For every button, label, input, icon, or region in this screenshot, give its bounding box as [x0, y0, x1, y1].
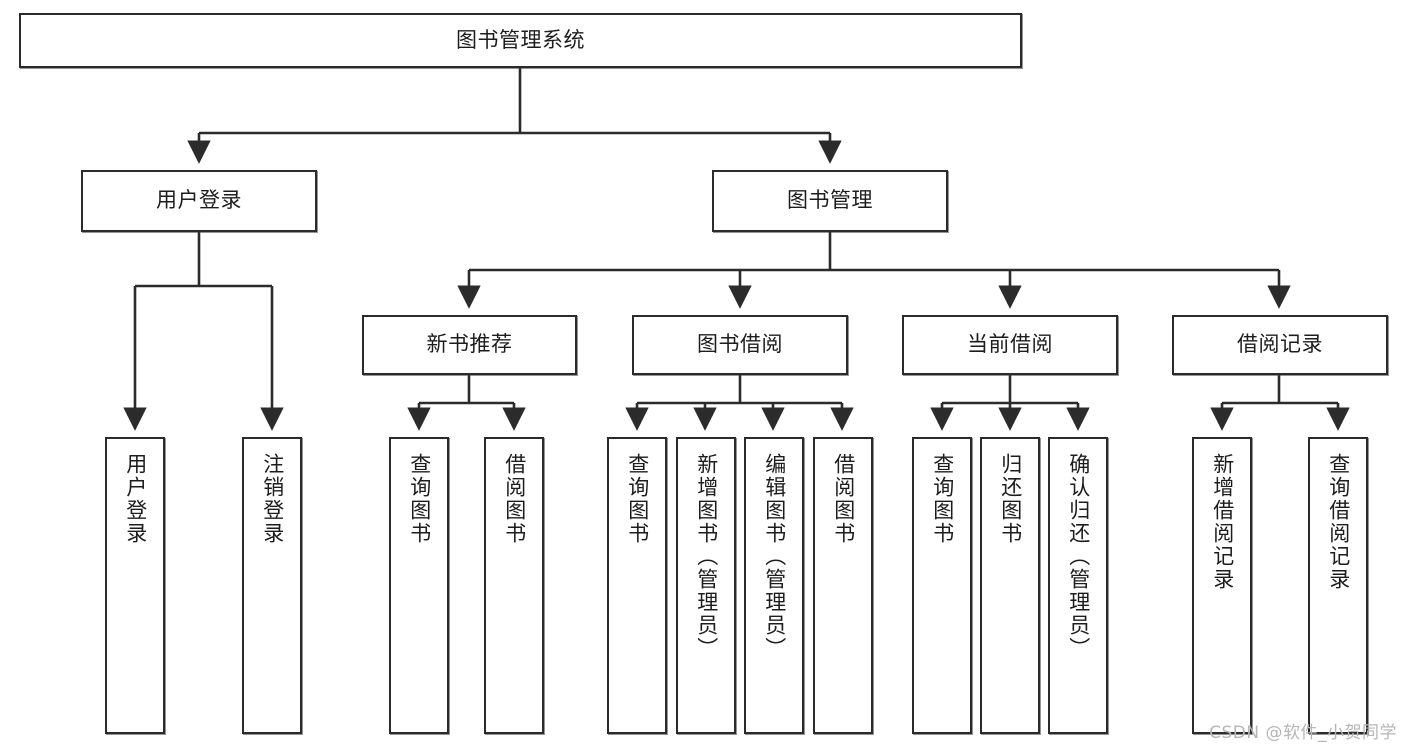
node-label: 用户登录 — [123, 453, 148, 545]
node-label: 图书借阅 — [697, 332, 783, 357]
node-label: 新书推荐 — [426, 332, 513, 357]
leaf-user-login-login[interactable]: 用户登录 — [105, 437, 165, 734]
leaf-borrow-record-add-record[interactable]: 新增借阅记录 — [1192, 437, 1252, 734]
leaf-new-book-query-book[interactable]: 查询图书 — [389, 437, 449, 734]
node-label: 图书管理系统 — [456, 27, 585, 52]
node-current-borrow[interactable]: 当前借阅 — [902, 315, 1118, 375]
node-label: 用户登录 — [156, 188, 242, 213]
node-label: 借阅图书 — [831, 453, 856, 545]
node-label: 借阅记录 — [1237, 332, 1323, 357]
node-label: 新增图书（管理员） — [694, 453, 719, 660]
node-label: 查询图书 — [407, 453, 432, 545]
node-label: 查询借阅记录 — [1326, 453, 1351, 591]
node-book-management[interactable]: 图书管理 — [712, 170, 948, 232]
node-user-login[interactable]: 用户登录 — [81, 170, 317, 232]
node-root-book-management-system[interactable]: 图书管理系统 — [19, 13, 1022, 68]
node-label: 当前借阅 — [967, 332, 1053, 357]
leaf-book-borrow-borrow-book[interactable]: 借阅图书 — [813, 437, 873, 734]
node-new-book-recommend[interactable]: 新书推荐 — [362, 315, 577, 375]
leaf-book-borrow-edit-book-admin[interactable]: 编辑图书（管理员） — [744, 437, 804, 734]
leaf-user-login-logout[interactable]: 注销登录 — [242, 437, 302, 734]
node-book-borrow[interactable]: 图书借阅 — [632, 315, 848, 375]
node-label: 查询图书 — [625, 453, 650, 545]
node-label: 确认归还（管理员） — [1066, 453, 1091, 660]
node-label: 查询图书 — [930, 453, 955, 545]
node-label: 图书管理 — [787, 188, 873, 213]
node-label: 新增借阅记录 — [1210, 453, 1235, 591]
node-label: 借阅图书 — [502, 453, 527, 545]
leaf-book-borrow-add-book-admin[interactable]: 新增图书（管理员） — [676, 437, 736, 734]
leaf-new-book-borrow-book[interactable]: 借阅图书 — [484, 437, 544, 734]
leaf-borrow-record-query-record[interactable]: 查询借阅记录 — [1308, 437, 1368, 734]
node-label: 编辑图书（管理员） — [762, 453, 787, 660]
csdn-watermark: CSDN @软件_小贺同学 — [1209, 723, 1397, 743]
node-label: 归还图书 — [998, 453, 1023, 545]
node-borrow-record[interactable]: 借阅记录 — [1172, 315, 1388, 375]
node-label: 注销登录 — [260, 453, 285, 545]
leaf-book-borrow-query-book[interactable]: 查询图书 — [607, 437, 667, 734]
leaf-current-borrow-query-book[interactable]: 查询图书 — [912, 437, 972, 734]
leaf-current-borrow-confirm-return-admin[interactable]: 确认归还（管理员） — [1048, 437, 1108, 734]
leaf-current-borrow-return-book[interactable]: 归还图书 — [980, 437, 1040, 734]
